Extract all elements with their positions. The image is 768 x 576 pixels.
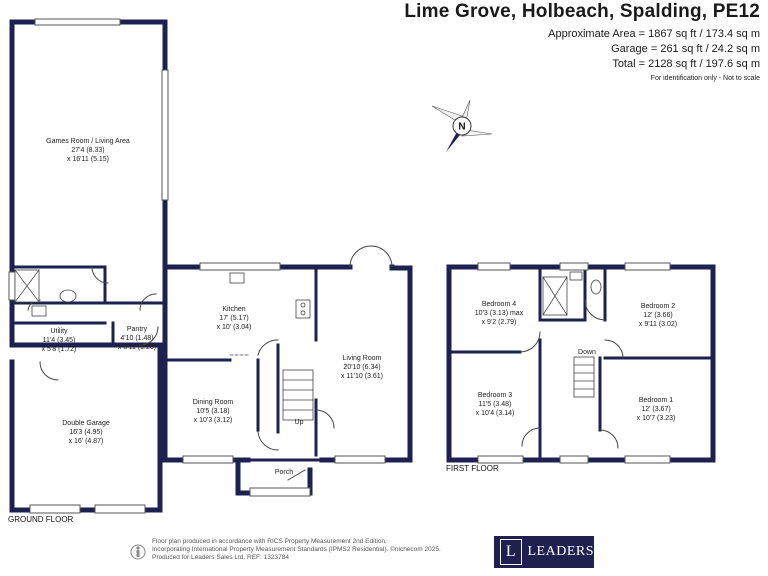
living-dim1: 20'10 (6.34) (343, 364, 380, 371)
area-summary: Approximate Area = 1867 sq ft / 173.4 sq… (548, 27, 760, 86)
garage-area-text: Garage = 261 sq ft / 24.2 sq m (611, 43, 760, 55)
bed1-name: Bedroom 1 (639, 397, 673, 404)
ground-windows (8, 18, 386, 514)
first-bathroom-fixtures (542, 271, 602, 316)
pantry-dim2: x 3'11 (1.20) (118, 344, 156, 351)
utility-dim1: 11'4 (3.45) (43, 337, 76, 344)
kitchen-units (229, 272, 311, 356)
dining-dim1: 10'5 (3.18) (196, 408, 229, 415)
bed2-name: Bedroom 2 (641, 303, 675, 310)
first-floor-internal-walls (449, 268, 713, 460)
total-area-text: Total = 2128 sq ft / 197.6 sq m (612, 58, 760, 70)
property-title: Lime Grove, Holbeach, Spalding, PE12 (404, 1, 760, 22)
garage-dim1: 16'3 (4.95) (69, 429, 102, 436)
first-room-labels: Bedroom 4 10'3 (3.13) max x 9'2 (2.79) B… (475, 301, 677, 422)
bed4-name: Bedroom 4 (482, 301, 516, 308)
dining-dim2: x 10'3 (3.12) (194, 417, 233, 424)
kitchen-dim1: 17' (5.17) (219, 315, 248, 322)
bed2-dim2: x 9'11 (3.02) (639, 321, 677, 328)
kitchen-dim2: x 10' (3.04) (217, 324, 252, 331)
games-room-name: Games Room / Living Area (46, 138, 130, 145)
bed3-dim1: 11'5 (3.48) (479, 401, 512, 408)
utility-dim2: x 5'8 (1.72) (42, 346, 77, 353)
approx-area-text: Approximate Area = 1867 sq ft / 173.4 sq… (548, 28, 760, 40)
ground-bathroom-fixtures (14, 269, 77, 317)
footer-line2: Incorporating International Property Mea… (152, 546, 441, 553)
bed1-dim2: x 10'7 (3.23) (637, 415, 676, 422)
footer-text: Floor plan produced in accordance with R… (152, 538, 492, 562)
dining-name: Dining Room (193, 399, 234, 406)
ground-floor-label: GROUND FLOOR (8, 515, 74, 524)
ground-stairs-label: Up (295, 419, 304, 426)
footer-line1: Floor plan produced in accordance with R… (152, 538, 387, 545)
bed2-dim1: 12' (3.66) (643, 312, 672, 319)
logo-word: LEADERS (527, 544, 594, 559)
measurement-standard-icon (130, 544, 146, 560)
bed4-dim2: x 9'2 (2.79) (482, 319, 517, 326)
bed3-dim2: x 10'4 (3.14) (476, 410, 515, 417)
compass-letter: N (458, 122, 465, 133)
logo-mark: L (500, 539, 522, 565)
living-dim2: x 11'10 (3.61) (341, 373, 383, 380)
footer-line3: Produced for Leaders Sales Ltd. REF: 132… (152, 554, 289, 561)
games-room-dim2: x 16'11 (5.15) (67, 156, 109, 163)
utility-name: Utility (50, 328, 68, 335)
first-windows (477, 262, 671, 464)
first-door-swings (519, 299, 624, 449)
garage-name: Double Garage (62, 420, 110, 427)
first-floor-walls (446, 264, 716, 463)
bed3-name: Bedroom 3 (478, 392, 512, 399)
ground-floor-internal-walls (12, 265, 324, 462)
ground-stairs (282, 369, 314, 421)
leaders-logo: L LEADERS (494, 536, 594, 568)
bed4-dim1: 10'3 (3.13) max (475, 310, 524, 317)
ground-room-labels: Games Room / Living Area 27'4 (8.33) x 1… (42, 138, 383, 476)
garage-dim2: x 16' (4.87) (69, 438, 104, 445)
first-stairs-label: Down (578, 349, 596, 356)
pantry-name: Pantry (127, 326, 148, 333)
first-floor-label: FIRST FLOOR (446, 464, 499, 473)
compass-icon: N (431, 99, 493, 152)
living-name: Living Room (343, 355, 382, 362)
kitchen-name: Kitchen (222, 306, 245, 313)
porch-name: Porch (275, 469, 293, 476)
games-room-dim1: 27'4 (8.33) (71, 147, 104, 154)
pantry-dim1: 4'10 (1.48) (120, 335, 153, 342)
scale-note: For identification only - Not to scale (650, 75, 760, 82)
bed1-dim1: 12' (3.67) (641, 406, 670, 413)
first-stairs (573, 356, 595, 398)
